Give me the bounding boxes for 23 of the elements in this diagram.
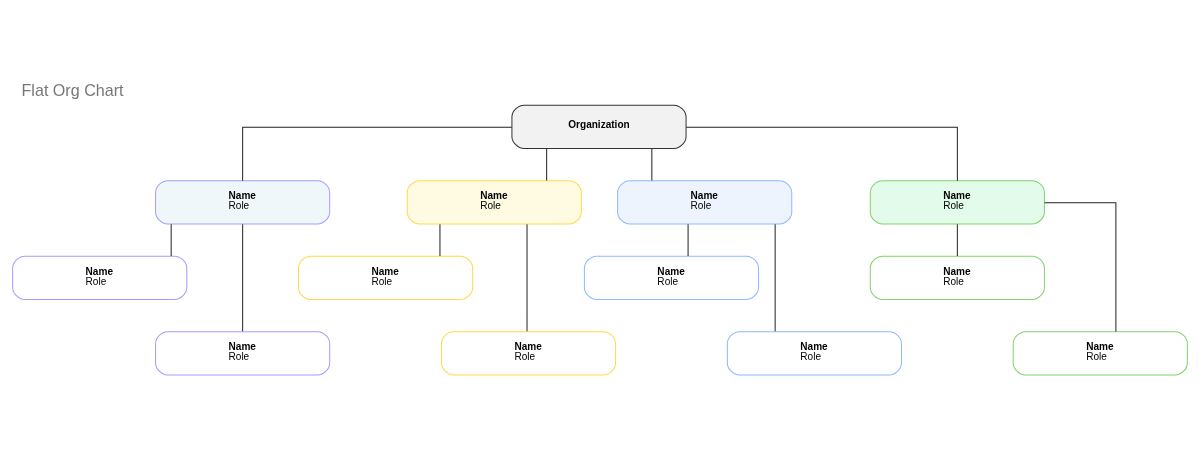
node-box: Name Role — [12, 255, 188, 300]
connector — [1044, 201, 1117, 332]
node-box: Name Role — [298, 255, 474, 300]
node-box: Organization — [511, 104, 687, 149]
node-box: Name Role — [155, 179, 331, 224]
connector — [774, 223, 776, 332]
node-box: Name Role — [1012, 330, 1188, 375]
node-box: Name Role — [440, 330, 617, 375]
node-box: Name Role — [406, 179, 582, 224]
connector — [242, 223, 244, 332]
connector — [956, 223, 958, 257]
connector — [685, 126, 958, 181]
connector — [170, 223, 172, 257]
node-box: Name Role — [617, 179, 793, 224]
node-box: Name Role — [583, 255, 760, 300]
connector — [651, 147, 653, 181]
diagram-title: Flat Org Chart — [21, 80, 124, 99]
connector — [242, 126, 513, 181]
node-box: Name Role — [869, 255, 1045, 300]
node-box: Name Role — [726, 330, 902, 375]
node-box: Name Role — [155, 330, 331, 375]
connector — [546, 147, 548, 181]
node-box: Name Role — [869, 179, 1045, 224]
